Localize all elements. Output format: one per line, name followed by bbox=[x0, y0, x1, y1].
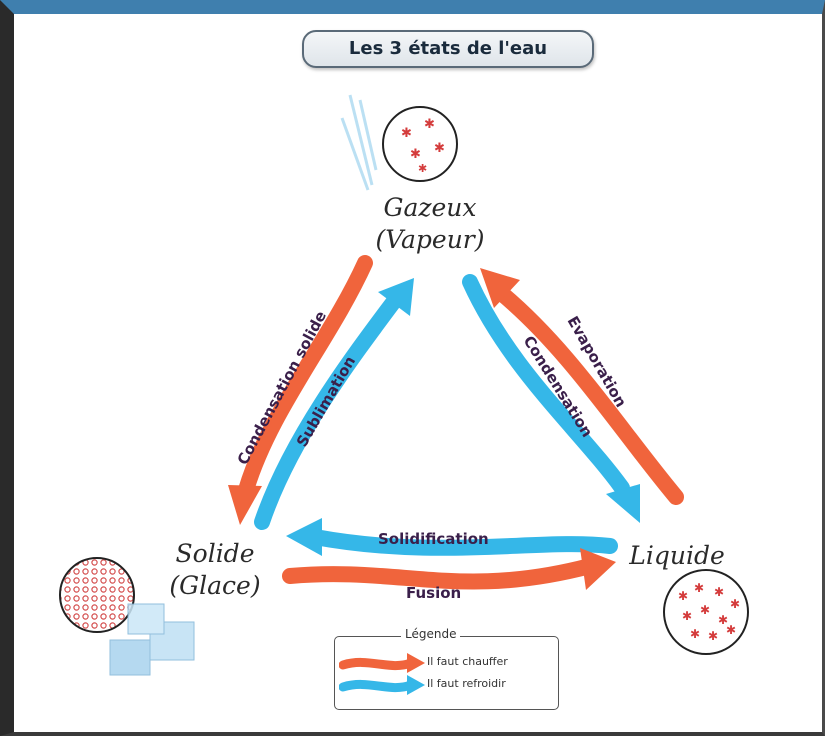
label-fusion: Fusion bbox=[406, 584, 461, 602]
state-gas: Gazeux (Vapeur) bbox=[360, 192, 500, 256]
legend-heat-label: Il faut chauffer bbox=[427, 655, 508, 668]
legend-heat-arrow-icon bbox=[343, 653, 425, 673]
state-gas-alias: (Vapeur) bbox=[360, 224, 500, 256]
svg-text:✱: ✱ bbox=[694, 581, 704, 595]
state-solid-name: Solide bbox=[150, 538, 280, 570]
legend-cool-label: Il faut refroidir bbox=[427, 677, 506, 690]
svg-text:✱: ✱ bbox=[690, 627, 700, 641]
svg-text:✱: ✱ bbox=[424, 117, 435, 132]
svg-text:✱: ✱ bbox=[418, 162, 427, 175]
svg-text:✱: ✱ bbox=[401, 126, 412, 141]
gas-molecules-icon: ✱ ✱ ✱ ✱ ✱ bbox=[383, 107, 457, 181]
svg-text:✱: ✱ bbox=[678, 589, 688, 603]
state-liquid-name: Liquide bbox=[612, 540, 742, 572]
label-condensation-solide: Condensation solide bbox=[234, 308, 330, 468]
legend-cool-arrow-icon bbox=[343, 675, 425, 695]
condensation-solide-arrow bbox=[228, 263, 365, 525]
liquid-molecules-icon: ✱✱✱ ✱✱✱ ✱✱✱ ✱ bbox=[664, 570, 748, 654]
svg-text:✱: ✱ bbox=[714, 585, 724, 599]
svg-text:✱: ✱ bbox=[708, 629, 718, 643]
label-solidification: Solidification bbox=[378, 530, 489, 548]
legend-title: Légende bbox=[401, 627, 460, 641]
svg-text:✱: ✱ bbox=[700, 603, 710, 617]
state-gas-name: Gazeux bbox=[360, 192, 500, 224]
solid-molecules-icon bbox=[60, 558, 134, 632]
svg-text:✱: ✱ bbox=[682, 609, 692, 623]
svg-text:✱: ✱ bbox=[726, 623, 736, 637]
legend: Légende Il faut chauffer Il faut refroid… bbox=[334, 636, 559, 710]
state-solid-alias: (Glace) bbox=[150, 570, 280, 602]
svg-text:✱: ✱ bbox=[410, 147, 421, 162]
evaporation-arrow bbox=[480, 268, 676, 497]
state-liquid: Liquide bbox=[612, 540, 742, 572]
svg-text:✱: ✱ bbox=[730, 597, 740, 611]
state-solid: Solide (Glace) bbox=[150, 538, 280, 602]
vapour-streaks-icon bbox=[342, 95, 376, 190]
legend-swatches bbox=[339, 645, 429, 705]
svg-text:✱: ✱ bbox=[434, 141, 445, 156]
